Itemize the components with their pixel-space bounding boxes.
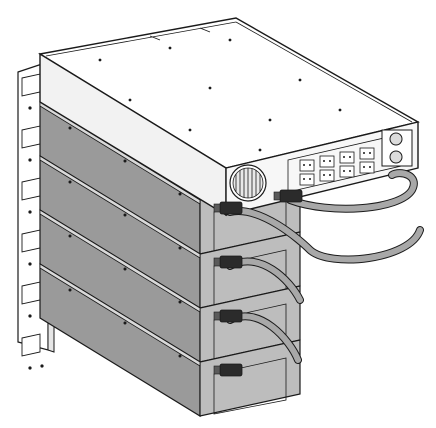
screw — [228, 38, 232, 42]
outlet-pin — [363, 166, 365, 168]
connector-body — [219, 363, 243, 377]
outlet-pin — [349, 156, 351, 158]
bracket-hole — [28, 314, 32, 318]
bracket-slot — [21, 333, 41, 357]
cable-connector — [213, 201, 243, 215]
power-outlet — [339, 151, 355, 164]
outlet-pin — [329, 160, 331, 162]
bracket-slot — [21, 73, 41, 97]
screw — [178, 192, 182, 196]
screw — [123, 159, 127, 163]
bracket-slot — [21, 229, 41, 253]
cable-connector — [213, 255, 243, 269]
screw — [98, 58, 102, 62]
battery-module — [39, 154, 301, 310]
battery-module — [39, 262, 301, 418]
bracket-slot — [21, 177, 41, 201]
connector-body — [219, 201, 243, 215]
outlet-pin — [349, 170, 351, 172]
outlet-pin — [369, 166, 371, 168]
battery-module-panel — [213, 357, 287, 415]
outlet-pin — [343, 156, 345, 158]
battery-cables — [226, 169, 424, 364]
outlet-pin — [369, 152, 371, 154]
bracket-hole — [40, 364, 44, 368]
bracket-slot — [21, 125, 41, 149]
connector-collar — [213, 203, 221, 213]
connector-body — [279, 189, 303, 203]
screw — [258, 148, 262, 152]
screw — [338, 108, 342, 112]
connector-collar — [213, 311, 221, 321]
connector-collar — [273, 191, 281, 201]
battery-module-front — [199, 339, 301, 417]
cable-glands — [381, 129, 413, 167]
screw — [123, 267, 127, 271]
bracket-hole — [28, 366, 32, 370]
bracket-hole — [28, 210, 32, 214]
outlet-pin — [303, 178, 305, 180]
rear-outlet-panel — [287, 131, 411, 193]
connector-collar — [213, 365, 221, 375]
power-outlet — [319, 155, 335, 168]
outlet-pin — [323, 174, 325, 176]
battery-module-lip — [39, 155, 201, 259]
outlet-pin — [343, 170, 345, 172]
cable-core — [227, 208, 423, 263]
bracket-hole — [28, 158, 32, 162]
screw — [298, 78, 302, 82]
screw — [68, 288, 72, 292]
outlet-pin — [309, 178, 311, 180]
power-outlet — [359, 147, 375, 160]
outlet-pin — [363, 152, 365, 154]
battery-cable — [286, 169, 418, 213]
cable-connector — [213, 363, 243, 377]
screw — [178, 246, 182, 250]
power-outlet — [299, 173, 315, 186]
battery-module — [39, 208, 301, 364]
screw — [128, 98, 132, 102]
power-outlet — [339, 165, 355, 178]
screw — [123, 321, 127, 325]
screw — [168, 46, 172, 50]
cooling-fan-grille — [229, 164, 267, 202]
screw — [123, 213, 127, 217]
power-outlet — [299, 159, 315, 172]
power-outlet — [319, 169, 335, 182]
outlet-pin — [309, 164, 311, 166]
screw — [178, 300, 182, 304]
screw — [208, 86, 212, 90]
ups-main-unit — [38, 17, 420, 217]
connector-collar — [213, 257, 221, 267]
outlet-pin — [303, 164, 305, 166]
bracket-slot — [21, 281, 41, 305]
screw — [68, 180, 72, 184]
cable-connector — [273, 189, 303, 203]
bracket-hole — [28, 106, 32, 110]
cable-core — [287, 170, 417, 212]
connector-body — [219, 255, 243, 269]
outlet-pin — [323, 160, 325, 162]
screw — [68, 234, 72, 238]
power-outlet — [359, 161, 375, 174]
bracket-hole — [28, 262, 32, 266]
screw — [68, 126, 72, 130]
battery-module-lip — [39, 209, 201, 313]
battery-module-lip — [39, 263, 201, 367]
screw — [188, 128, 192, 132]
screw — [178, 354, 182, 358]
outlet-pin — [329, 174, 331, 176]
battery-cable — [226, 207, 424, 264]
connector-body — [219, 309, 243, 323]
screw — [268, 118, 272, 122]
cable-connector — [213, 309, 243, 323]
